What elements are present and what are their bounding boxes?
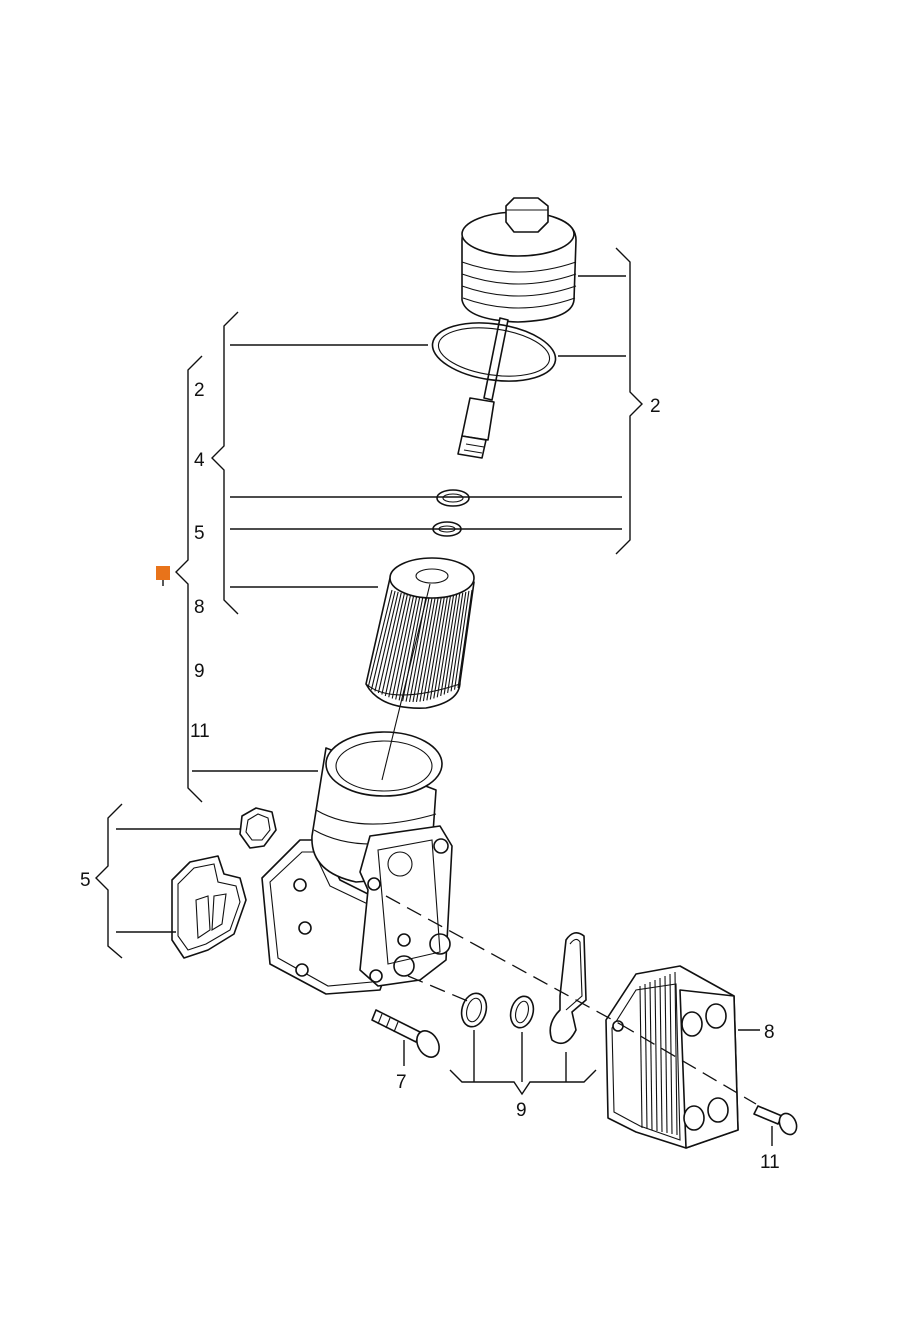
bolt-11: 11 [753,1105,798,1173]
filter-pleat [377,592,402,694]
cooler-fin [644,983,648,1130]
filter-pleat [367,589,393,689]
cooler-fin [639,985,643,1129]
oring-group: 9 [449,932,597,1121]
label-bolt-11: 11 [760,1152,780,1173]
right-bracket: 2 [558,247,661,555]
filter-pleat [374,591,399,692]
filter-pleat [412,597,433,703]
left-bracket-labels: 2 4 5 8 9 11 [190,380,210,742]
seal-rings [432,489,470,537]
cooler-fin [659,977,663,1133]
filter-pleat [398,596,421,701]
label-11: 11 [190,721,210,742]
cooler-fin [664,975,668,1134]
label-4: 4 [194,450,205,471]
label-9: 9 [194,661,205,682]
label-bolt-7: 7 [396,1072,407,1093]
filter-pleat [422,597,442,702]
filter-pleat [415,597,436,702]
label-oring-9: 9 [516,1100,527,1121]
label-right-2: 2 [650,396,661,417]
assembly-axes [381,583,757,1105]
filter-pleat [426,596,445,701]
filter-housing [261,731,453,995]
filter-pleat [391,595,415,699]
filter-pleat [408,597,430,702]
label-gasket-5: 5 [80,870,91,891]
cap-oring [431,322,557,382]
filter-cap [457,197,577,459]
filter-pleat [450,591,467,692]
filter-pleat [381,593,405,695]
marker-icon [156,566,170,580]
oil-cooler: 8 [605,965,775,1149]
filter-pleat [429,596,448,700]
filter-pleat [419,597,439,702]
filter-pleat [440,594,458,697]
filter-pleat [384,594,408,697]
filter-pleat [453,590,470,690]
filter-element [365,557,475,709]
label-5: 5 [194,523,205,544]
bolt-7: 7 [371,1009,440,1093]
filter-pleat [436,595,455,698]
cooler-fin [654,979,658,1132]
filter-pleat [447,592,464,694]
filter-pleat [370,590,396,690]
gasket-group: 5 [80,803,277,959]
label-2: 2 [194,380,205,401]
cooler-fin [674,971,678,1136]
filter-pleat [388,595,411,698]
label-8: 8 [194,597,205,618]
left-bracket [156,311,239,803]
filter-pleat [443,593,461,695]
filter-pleat [433,595,452,699]
filter-pleat [395,596,418,700]
cooler-fin [649,981,653,1131]
left-leaders [192,344,622,772]
filter-pleat [457,589,473,689]
label-cooler-8: 8 [764,1022,775,1043]
